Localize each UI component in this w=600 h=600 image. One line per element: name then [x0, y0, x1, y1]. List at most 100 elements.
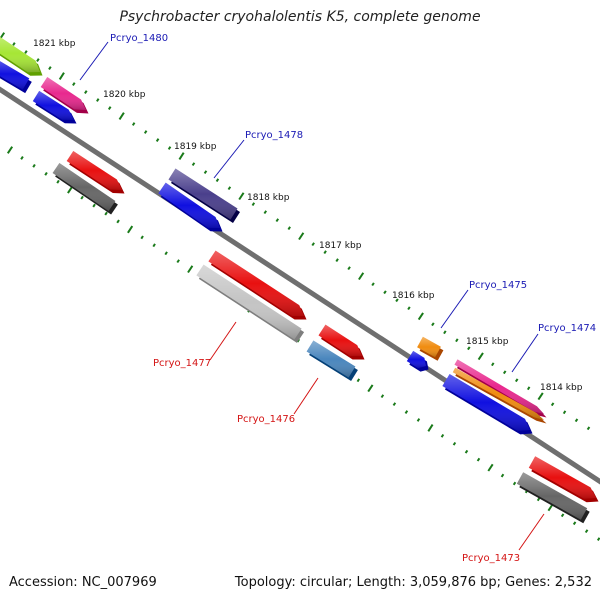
gene-feature-highlight — [528, 456, 596, 499]
major-tick — [178, 152, 185, 160]
kbp-label: 1818 kbp — [247, 193, 290, 203]
gene-feature-feat-4[interactable] — [32, 90, 77, 124]
callout-line-pcryo-1480 — [79, 41, 109, 81]
gene-label-pcryo-1474[interactable]: Pcryo_1474 — [538, 323, 596, 334]
minor-tick — [152, 243, 156, 248]
kbp-label: 1820 kbp — [103, 90, 146, 100]
major-tick — [417, 312, 424, 321]
minor-tick — [176, 259, 180, 264]
minor-tick — [323, 250, 327, 255]
gene-feature-feat-19[interactable] — [516, 472, 590, 524]
minor-tick — [80, 195, 84, 200]
minor-tick — [72, 82, 76, 86]
gene-label-pcryo-1476[interactable]: Pcryo_1476 — [237, 414, 295, 425]
minor-tick — [191, 162, 196, 166]
callout-line-pcryo-1473 — [518, 513, 545, 551]
minor-tick — [143, 130, 148, 134]
minor-tick — [380, 394, 385, 399]
gene-feature-highlight — [52, 163, 116, 211]
gene-label-pcryo-1475[interactable]: Pcryo_1475 — [469, 280, 527, 291]
gene-features — [0, 34, 599, 524]
gene-feature-feat-5[interactable] — [66, 151, 125, 194]
minor-tick — [56, 179, 60, 184]
major-tick — [298, 232, 305, 241]
gene-feature-feat-8[interactable] — [158, 182, 223, 232]
gene-label-pcryo-1478[interactable]: Pcryo_1478 — [245, 130, 303, 141]
major-tick — [127, 225, 134, 234]
kbp-label: 1817 kbp — [319, 241, 362, 251]
gene-feature-highlight — [208, 250, 304, 316]
gene-feature-feat-12[interactable] — [306, 340, 358, 382]
gene-feature-highlight — [417, 336, 441, 358]
gene-feature-feat-18[interactable] — [528, 456, 599, 503]
gene-label-pcryo-1480[interactable]: Pcryo_1480 — [110, 33, 168, 44]
minor-tick — [263, 210, 268, 215]
minor-tick — [96, 98, 100, 102]
gene-feature-feat-15[interactable] — [454, 359, 547, 418]
minor-tick — [20, 156, 24, 160]
gene-feature-highlight — [406, 350, 426, 369]
gene-feature-highlight — [66, 151, 122, 190]
minor-tick — [512, 481, 517, 486]
genome-summary-text: Topology: circular; Length: 3,059,876 bp… — [234, 575, 592, 590]
gene-feature-feat-14[interactable] — [406, 350, 429, 372]
minor-tick — [203, 170, 208, 174]
minor-tick — [395, 298, 399, 303]
gene-feature-highlight — [318, 324, 362, 356]
gene-feature-highlight — [516, 472, 588, 520]
gene-feature-highlight — [454, 359, 544, 414]
outer-tick-row — [0, 32, 591, 431]
major-tick — [427, 424, 434, 432]
gene-feature-highlight — [168, 168, 238, 220]
gene-feature-feat-2[interactable] — [40, 77, 89, 114]
minor-tick — [404, 410, 409, 414]
minor-tick — [550, 402, 555, 407]
minor-tick — [116, 219, 120, 224]
gene-feature-feat-17[interactable] — [442, 374, 533, 435]
minor-tick — [48, 66, 52, 70]
minor-tick — [32, 163, 36, 168]
gene-feature-highlight — [452, 367, 544, 420]
kbp-label: 1814 kbp — [540, 383, 583, 393]
major-tick — [118, 112, 125, 120]
gene-feature-highlight — [32, 90, 74, 120]
gene-feature-feat-16[interactable] — [452, 367, 547, 424]
gene-feature-highlight — [40, 77, 86, 110]
minor-tick — [311, 242, 315, 247]
minor-tick — [491, 362, 495, 367]
gene-label-pcryo-1473[interactable]: Pcryo_1473 — [462, 553, 520, 564]
accession-text: Accession: NC_007969 — [9, 575, 157, 590]
kbp-labels: 1821 kbp 1820 kbp 1819 kbp 1818 kbp 1817… — [33, 39, 583, 393]
minor-tick — [164, 251, 168, 256]
kbp-label: 1819 kbp — [174, 142, 217, 152]
minor-tick — [526, 386, 531, 391]
gene-feature-feat-13[interactable] — [417, 336, 444, 361]
gene-feature-feat-11[interactable] — [318, 324, 365, 360]
minor-tick — [574, 418, 579, 423]
minor-tick — [443, 330, 447, 335]
minor-tick — [586, 426, 591, 431]
gene-feature-feat-1[interactable] — [0, 34, 43, 76]
gene-feature-feat-10[interactable] — [196, 264, 305, 343]
gene-label-pcryo-1477[interactable]: Pcryo_1477 — [153, 358, 211, 369]
minor-tick — [12, 42, 16, 46]
gene-feature-highlight — [158, 182, 220, 228]
major-tick — [238, 192, 245, 201]
minor-tick — [356, 378, 361, 383]
gene-feature-feat-7[interactable] — [168, 168, 241, 224]
gene-feature-feat-6[interactable] — [52, 163, 118, 215]
minor-tick — [227, 186, 232, 191]
callout-line-pcryo-1478 — [213, 139, 245, 179]
gene-feature-feat-9[interactable] — [208, 250, 307, 320]
minor-tick — [464, 449, 469, 454]
minor-tick — [383, 290, 387, 295]
minor-tick — [287, 226, 291, 231]
minor-tick — [392, 402, 397, 406]
kbp-label: 1815 kbp — [466, 337, 509, 347]
minor-tick — [347, 266, 351, 271]
minor-tick — [467, 346, 471, 351]
callout-line-pcryo-1474 — [511, 333, 539, 373]
minor-tick — [407, 306, 411, 311]
gene-feature-feat-3[interactable] — [0, 58, 32, 94]
minor-tick — [572, 521, 577, 526]
